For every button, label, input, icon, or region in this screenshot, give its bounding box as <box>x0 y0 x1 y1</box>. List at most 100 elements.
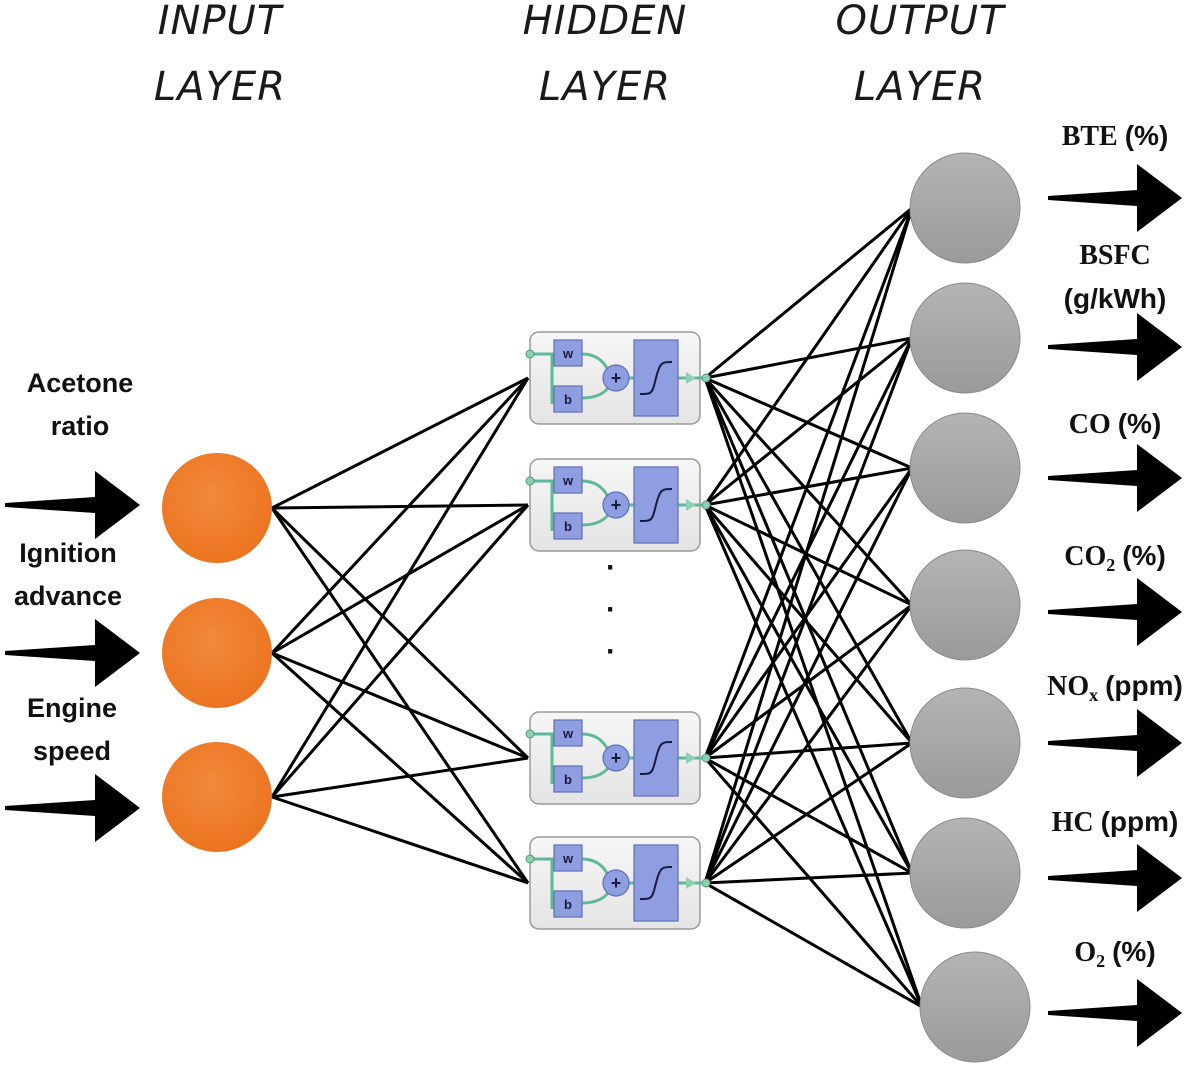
input-arrow <box>5 471 140 539</box>
output-subscript: 2 <box>1106 555 1116 575</box>
connection-line <box>704 741 913 885</box>
output-label-bte: BTE (%) <box>1030 114 1200 158</box>
output-name: BSFC <box>1079 240 1151 271</box>
connection-line <box>704 756 913 875</box>
output-arrow <box>1048 164 1182 232</box>
output-nodes <box>909 152 1031 1063</box>
output-port <box>701 878 711 888</box>
input-label-line1: Engine <box>26 693 117 723</box>
connection-line <box>704 603 913 760</box>
input-neuron <box>162 453 272 563</box>
activation-block <box>633 844 679 922</box>
output-unit: (ppm) <box>1105 670 1183 701</box>
hidden-neuron: wb+ <box>525 458 711 552</box>
sigmoid-curve <box>639 741 673 775</box>
output-subscript: 2 <box>1096 951 1106 971</box>
output-subscript: x <box>1089 685 1099 705</box>
connection-line <box>271 376 529 510</box>
sum-symbol: + <box>611 873 622 893</box>
wire <box>530 479 554 531</box>
bias-block <box>553 890 583 918</box>
wire <box>581 479 610 498</box>
output-name: CO <box>1064 541 1107 572</box>
input-label-line2: speed <box>32 736 112 766</box>
connection-line <box>270 506 530 760</box>
output-arrow <box>1048 444 1182 512</box>
input-arrow <box>5 774 140 842</box>
output-layer-title-line1: OUTPUT <box>835 0 1005 44</box>
connection-line <box>704 741 913 760</box>
connection-line <box>703 504 924 1008</box>
input-port <box>525 729 535 739</box>
connection-line <box>703 504 914 874</box>
connection-line <box>703 467 914 884</box>
weight-block <box>553 466 583 494</box>
wire <box>581 514 610 527</box>
connection-line <box>703 207 914 759</box>
connection-line <box>271 651 529 760</box>
weight-label: w <box>562 851 574 866</box>
output-unit: (%) <box>1122 540 1166 571</box>
hidden-ellipsis-dot: · <box>606 635 616 668</box>
sum-node <box>602 744 630 772</box>
bias-label: b <box>564 897 572 912</box>
output-unit: (%) <box>1117 408 1162 439</box>
wire <box>581 387 610 400</box>
weight-label: w <box>562 346 574 361</box>
output-arrow <box>1048 844 1182 912</box>
sum-symbol: + <box>611 748 622 768</box>
output-name: HC <box>1051 807 1094 838</box>
connection-line <box>271 503 529 510</box>
input-label-line2: advance <box>13 581 123 611</box>
wire <box>530 352 554 404</box>
output-unit: (%) <box>1124 120 1169 151</box>
output-unit: (g/kWh) <box>1063 283 1167 314</box>
output-port <box>701 373 711 383</box>
weight-block <box>553 844 583 872</box>
output-neuron <box>909 817 1021 929</box>
output-arrow <box>1048 313 1182 381</box>
wire <box>581 732 610 751</box>
output-label-co2: CO2 (%) <box>1030 534 1200 587</box>
connection-line <box>270 504 530 798</box>
input-layer-title-line2: LAYER <box>153 64 287 110</box>
bias-block <box>553 512 583 540</box>
connection-line <box>271 756 529 799</box>
connection-line <box>703 757 924 1008</box>
output-port-arrow <box>686 499 696 511</box>
output-label-o2: O2 (%) <box>1030 930 1200 983</box>
input-port <box>525 476 535 486</box>
hidden-layer-title-line1: HIDDEN <box>522 0 688 44</box>
sigmoid-curve <box>639 361 673 395</box>
bias-label: b <box>564 392 572 407</box>
sum-symbol: + <box>611 368 622 388</box>
wire <box>581 857 610 876</box>
output-unit: (ppm) <box>1100 806 1179 837</box>
connection-line <box>703 377 914 744</box>
wire <box>530 857 554 909</box>
output-port-arrow <box>686 752 696 764</box>
output-arrow <box>1048 979 1182 1047</box>
output-layer-title-line2: LAYER <box>853 64 987 110</box>
input-port <box>525 854 535 864</box>
connection-line <box>704 871 913 885</box>
output-port <box>701 500 711 510</box>
connection-line <box>703 604 914 884</box>
hidden-layer-title-line2: LAYER <box>538 64 672 110</box>
arrows <box>5 164 1182 1047</box>
sum-node <box>602 364 630 392</box>
input-layer-title: INPUT LAYER <box>100 0 340 120</box>
output-port-arrow <box>686 877 696 889</box>
weight-label: w <box>562 726 574 741</box>
output-name: BTE <box>1061 121 1118 152</box>
output-label-hc: HC (ppm) <box>1030 800 1200 844</box>
connection-line <box>270 651 530 885</box>
wire <box>530 732 554 784</box>
hidden-nodes: wb+wb+wb+wb+ <box>525 331 711 930</box>
connection-line <box>704 206 913 380</box>
connection-line <box>703 377 924 1008</box>
bias-block <box>553 765 583 793</box>
output-name: NO <box>1047 671 1090 702</box>
hidden-ellipsis-dot: · <box>606 593 616 626</box>
